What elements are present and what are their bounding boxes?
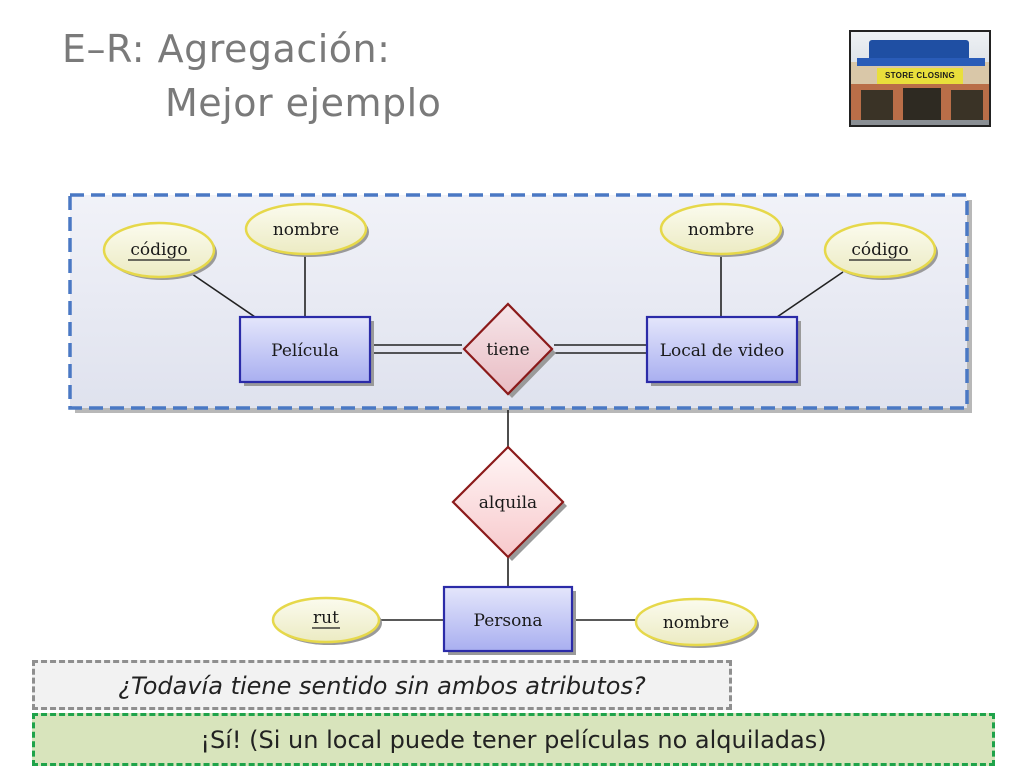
attribute-codigo-local: código (823, 221, 938, 280)
relationship-alquila: alquila (451, 445, 567, 561)
relationship-tiene: tiene (462, 302, 556, 398)
entity-local-de-video: Local de video (645, 315, 801, 386)
entity-persona: Persona (442, 585, 576, 655)
title-line-1: E–R: Agregación: (62, 27, 391, 71)
entity-pelicula: Película (238, 315, 374, 386)
question-callout: ¿Todavía tiene sentido sin ambos atribut… (32, 660, 732, 710)
title-line-2: Mejor ejemplo (165, 81, 442, 125)
attribute-label: rut (313, 608, 339, 628)
attribute-nombre-persona: nombre (634, 597, 759, 648)
slide-title: E–R: Agregación: Mejor ejemplo (62, 22, 441, 130)
entity-label: Película (271, 341, 339, 361)
answer-text: ¡Sí! (Si un local puede tener películas … (200, 726, 827, 754)
attribute-label: código (130, 240, 187, 260)
attribute-rut: rut (271, 596, 382, 645)
relationship-label: tiene (486, 340, 529, 360)
attribute-label: código (851, 240, 908, 260)
entity-label: Local de video (660, 341, 785, 361)
relationship-label: alquila (479, 493, 537, 513)
attribute-label: nombre (663, 613, 729, 633)
attribute-label: nombre (273, 220, 339, 240)
attribute-codigo-pelicula: código (102, 221, 217, 280)
photo-door (903, 88, 941, 124)
attribute-label: nombre (688, 220, 754, 240)
photo-sign: STORE CLOSING (877, 68, 963, 84)
entity-label: Persona (474, 611, 543, 631)
question-text: ¿Todavía tiene sentido sin ambos atribut… (118, 672, 646, 700)
edge-codigo-local (776, 271, 844, 318)
photo-window (951, 90, 983, 120)
answer-callout: ¡Sí! (Si un local puede tener películas … (32, 713, 995, 766)
photo-ground (851, 120, 989, 125)
photo-awning (869, 40, 969, 58)
edge-codigo-pelicula (191, 273, 256, 318)
photo-window (861, 90, 893, 120)
attribute-nombre-local: nombre (659, 202, 784, 257)
photo-awning-trim (857, 58, 985, 66)
attribute-nombre-pelicula: nombre (244, 202, 369, 257)
store-photo: STORE CLOSING (849, 30, 991, 127)
